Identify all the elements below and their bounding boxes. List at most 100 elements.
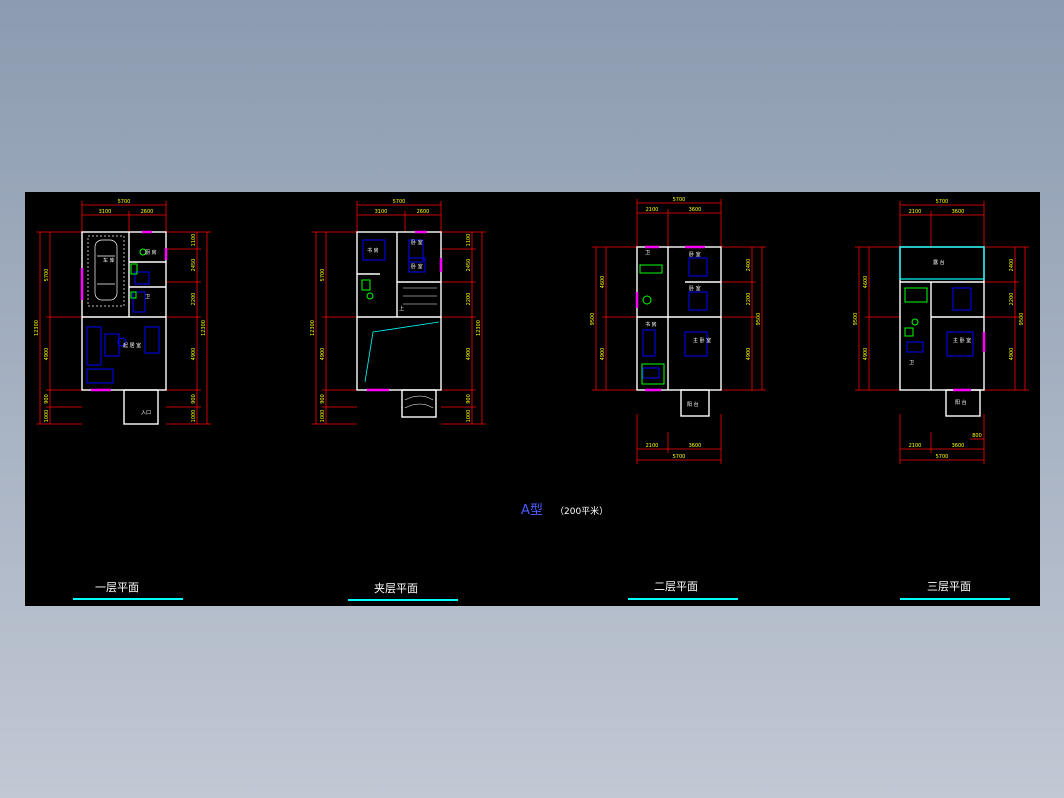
left-dimensions bbox=[592, 246, 637, 391]
roof-terrace bbox=[899, 246, 985, 280]
dim-bottom-extra: 800 bbox=[972, 433, 982, 439]
dim-right-d6: 1000 bbox=[191, 410, 197, 423]
dim-right-d2: 2450 bbox=[466, 259, 472, 272]
dim-right-d1: 1100 bbox=[191, 234, 197, 247]
bottom-dimensions bbox=[899, 414, 985, 464]
svg-text:卧 室: 卧 室 bbox=[689, 251, 701, 258]
dim-left-step2: 1000 bbox=[320, 410, 326, 423]
fixtures bbox=[639, 264, 665, 385]
furniture bbox=[362, 239, 426, 273]
dim-top-b: 3600 bbox=[689, 207, 702, 213]
room-labels: 露 台主 卧 室卫 阳 台 bbox=[909, 259, 971, 406]
svg-text:卫: 卫 bbox=[645, 250, 650, 256]
svg-text:露 台: 露 台 bbox=[933, 259, 945, 266]
windows bbox=[80, 230, 168, 392]
dim-bottom-total: 5700 bbox=[673, 454, 686, 460]
dim-left-upper: 4600 bbox=[863, 276, 869, 289]
dim-right-d3: 4900 bbox=[1009, 348, 1015, 361]
svg-text:车 库: 车 库 bbox=[103, 257, 115, 264]
bottom-dimensions bbox=[636, 414, 722, 464]
drawing-title: A型 bbox=[521, 503, 543, 518]
dim-top-total: 5700 bbox=[393, 199, 406, 205]
dim-top-b: 3600 bbox=[952, 209, 965, 215]
dim-top-a: 3100 bbox=[375, 209, 388, 215]
dim-bottom-b: 3600 bbox=[689, 443, 702, 449]
dim-bottom-total: 5700 bbox=[936, 454, 949, 460]
garage-car bbox=[87, 235, 125, 307]
svg-text:阳 台: 阳 台 bbox=[687, 401, 699, 408]
dim-top-b: 2600 bbox=[141, 209, 154, 215]
plan-mezzanine: 5700 3100 2600 12300 5700 4900 900 1000 … bbox=[310, 199, 486, 601]
dim-top-a: 3100 bbox=[99, 209, 112, 215]
dim-top-b: 2600 bbox=[417, 209, 430, 215]
fixtures bbox=[904, 287, 928, 337]
dim-left-upper: 5700 bbox=[44, 269, 50, 282]
dim-right-total: 9500 bbox=[756, 313, 762, 326]
walls bbox=[636, 246, 722, 417]
svg-text:主 卧 室: 主 卧 室 bbox=[953, 337, 971, 344]
dim-left-step1: 900 bbox=[44, 394, 50, 404]
top-dimensions bbox=[81, 201, 167, 232]
dim-left-total: 9500 bbox=[590, 313, 596, 326]
dim-top-total: 5700 bbox=[936, 199, 949, 205]
plan-caption: 一层平面 bbox=[95, 581, 139, 594]
drawing-canvas: 5700 3100 2600 12300 5700 4900 900 1000 … bbox=[25, 192, 1040, 606]
dim-right-d1: 2400 bbox=[1009, 259, 1015, 272]
void-outline bbox=[364, 321, 440, 383]
plan-caption: 二层平面 bbox=[654, 580, 698, 593]
dim-right-d2: 2200 bbox=[746, 293, 752, 306]
right-dimensions bbox=[721, 246, 766, 391]
svg-text:书 房: 书 房 bbox=[367, 247, 379, 254]
plan-caption: 夹层平面 bbox=[374, 582, 418, 595]
stair bbox=[403, 287, 437, 409]
fixtures bbox=[130, 248, 147, 299]
svg-text:阳 台: 阳 台 bbox=[955, 399, 967, 406]
right-dimensions bbox=[166, 231, 211, 425]
fixtures bbox=[361, 279, 374, 300]
svg-text:上: 上 bbox=[399, 305, 404, 312]
drawing-subtitle: （200平米） bbox=[555, 505, 608, 517]
furniture bbox=[642, 257, 708, 379]
dim-left-lower: 4900 bbox=[44, 348, 50, 361]
dim-right-d3: 2200 bbox=[191, 293, 197, 306]
dim-left-lower: 4900 bbox=[320, 348, 326, 361]
svg-text:厨 房: 厨 房 bbox=[145, 249, 157, 256]
svg-text:卫: 卫 bbox=[145, 294, 150, 300]
plan-third-floor: 5700 2100 3600 800 2100 3600 5700 9500 4… bbox=[853, 199, 1029, 600]
windows bbox=[367, 230, 443, 392]
dim-right-total: 12300 bbox=[201, 320, 207, 336]
svg-text:卫: 卫 bbox=[909, 360, 914, 366]
dim-left-upper: 5700 bbox=[320, 269, 326, 282]
svg-text:卧 室: 卧 室 bbox=[411, 239, 423, 246]
plan-second-floor: 5700 2100 3600 2100 3600 5700 9500 4600 … bbox=[590, 197, 766, 600]
svg-text:入口: 入口 bbox=[141, 410, 151, 416]
dim-left-total: 12300 bbox=[34, 320, 40, 336]
dim-top-a: 2100 bbox=[909, 209, 922, 215]
dim-top-a: 2100 bbox=[646, 207, 659, 213]
top-dimensions bbox=[899, 201, 985, 247]
furniture bbox=[906, 287, 974, 357]
floor-plan-drawing: 5700 3100 2600 12300 5700 4900 900 1000 … bbox=[34, 197, 1029, 601]
svg-text:卧 室: 卧 室 bbox=[689, 285, 701, 292]
windows bbox=[635, 245, 705, 392]
right-dimensions bbox=[441, 231, 486, 425]
plan-ground-floor: 5700 3100 2600 12300 5700 4900 900 1000 … bbox=[34, 199, 211, 600]
dim-right-d4: 4900 bbox=[466, 348, 472, 361]
dim-left-upper: 4600 bbox=[600, 276, 606, 289]
svg-text:卧 室: 卧 室 bbox=[411, 263, 423, 270]
dim-left-lower: 4900 bbox=[863, 348, 869, 361]
dim-top-total: 5700 bbox=[118, 199, 131, 205]
svg-text:书 房: 书 房 bbox=[645, 321, 657, 328]
dim-right-d6: 1000 bbox=[466, 410, 472, 423]
left-dimensions bbox=[36, 231, 82, 425]
room-labels: 车 库厨 房起 居 室 卫入口 bbox=[103, 249, 157, 416]
dim-left-total: 9500 bbox=[853, 313, 859, 326]
dim-bottom-b: 3600 bbox=[952, 443, 965, 449]
left-dimensions bbox=[312, 231, 357, 425]
top-dimensions bbox=[636, 199, 722, 247]
windows bbox=[953, 332, 986, 392]
dim-bottom-a: 2100 bbox=[909, 443, 922, 449]
walls bbox=[356, 231, 442, 418]
dim-bottom-a: 2100 bbox=[646, 443, 659, 449]
top-dimensions bbox=[356, 201, 442, 232]
